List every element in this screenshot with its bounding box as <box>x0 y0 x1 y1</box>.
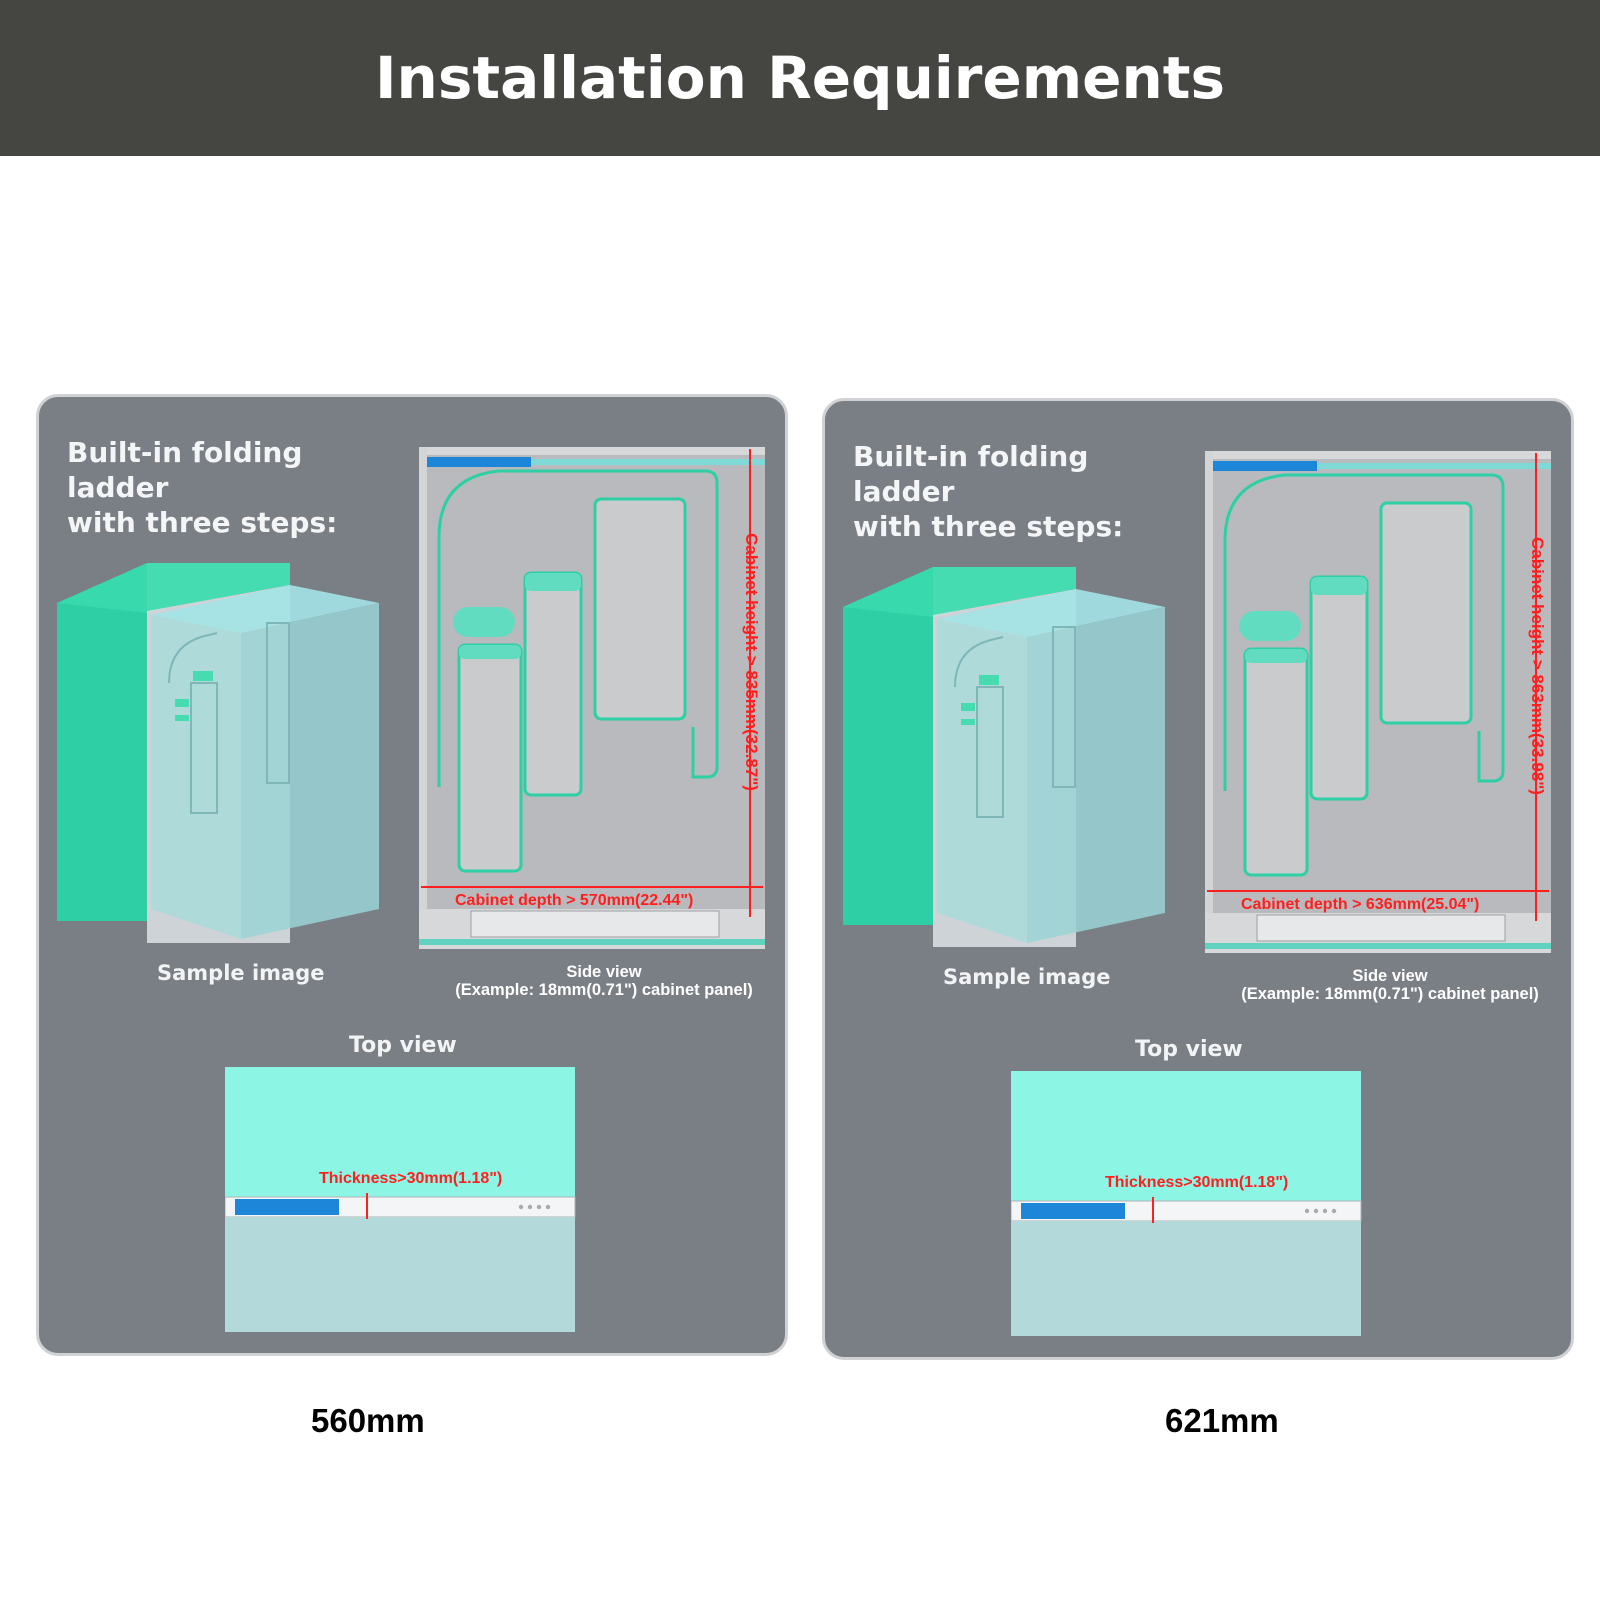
top-view-caption: Top view <box>1135 1037 1243 1062</box>
glass-box-top <box>151 585 379 633</box>
base-plate <box>1256 914 1506 942</box>
cabinet-side-wall <box>57 563 147 921</box>
sample-image-caption: Sample image <box>943 965 1111 989</box>
cabinet-depth-label: Cabinet depth > 570mm(22.44") <box>455 892 693 909</box>
side-view-caption-line1: Side view <box>566 963 642 981</box>
sample-cabinet-illustration <box>57 563 379 943</box>
side-view-diagram: Cabinet height > 863mm(33.98") Cabinet d… <box>1205 451 1551 953</box>
side-view-caption: Side view (Example: 18mm(0.71") cabinet … <box>424 963 784 999</box>
width-label-560mm: 560mm <box>311 1402 425 1439</box>
panel-560mm: Built-in folding ladder with three steps… <box>36 394 788 1356</box>
ladder-step-top <box>1379 501 1473 725</box>
side-view-caption-line2: (Example: 18mm(0.71") cabinet panel) <box>455 981 753 999</box>
side-view-caption-line1: Side view <box>1352 967 1428 985</box>
ladder-frame <box>437 469 719 787</box>
header-bar: Installation Requirements <box>0 0 1600 156</box>
side-view-caption-line2: (Example: 18mm(0.71") cabinet panel) <box>1241 985 1539 1003</box>
ladder-step-bottom <box>1243 647 1309 877</box>
ladder-handle <box>453 607 515 637</box>
slide-rail <box>427 457 531 467</box>
cabinet-side-wall <box>843 567 933 925</box>
bottom-panel <box>225 1217 575 1332</box>
ladder-step-top <box>593 497 687 721</box>
ladder-frame <box>1223 473 1505 791</box>
base-plate <box>470 910 720 938</box>
thickness-label: Thickness>30mm(1.18") <box>1105 1174 1288 1191</box>
ladder-handle <box>1239 611 1301 641</box>
ladder-title-line2: with three steps: <box>67 506 338 539</box>
cabinet-height-label: Cabinet height > 863mm(33.98") <box>1528 537 1547 795</box>
panel-621mm: Built-in folding ladder with three steps… <box>822 398 1574 1360</box>
ladder-step-bottom <box>457 643 523 873</box>
glass-box-front <box>1027 607 1165 943</box>
width-label-621mm: 621mm <box>1165 1402 1279 1439</box>
thickness-label: Thickness>30mm(1.18") <box>319 1170 502 1187</box>
top-view-caption: Top view <box>349 1033 457 1058</box>
ladder-title: Built-in folding ladder with three steps… <box>853 439 1193 544</box>
sample-cabinet-illustration <box>843 567 1165 947</box>
sample-image-caption: Sample image <box>157 961 325 985</box>
glass-box-top <box>937 589 1165 637</box>
side-view-diagram: Cabinet height > 835mm(32.87") Cabinet d… <box>419 447 765 949</box>
bottom-panel <box>1011 1221 1361 1336</box>
ladder-step-middle <box>523 571 583 797</box>
glass-box-side <box>937 619 1027 943</box>
cabinet-depth-label: Cabinet depth > 636mm(25.04") <box>1241 896 1479 913</box>
slide-rail <box>1213 461 1317 471</box>
ladder-title-line1: Built-in folding ladder <box>853 440 1089 508</box>
cabinet-height-label: Cabinet height > 835mm(32.87") <box>742 533 761 791</box>
side-view-caption: Side view (Example: 18mm(0.71") cabinet … <box>1210 967 1570 1003</box>
glass-box-side <box>151 615 241 939</box>
top-view-diagram: Thickness>30mm(1.18") <box>225 1067 576 1332</box>
top-view-diagram: Thickness>30mm(1.18") <box>1011 1071 1362 1336</box>
ladder-step-middle <box>1309 575 1369 801</box>
ladder-title-line1: Built-in folding ladder <box>67 436 303 504</box>
ladder-title: Built-in folding ladder with three steps… <box>67 435 407 540</box>
top-panel <box>1011 1071 1361 1201</box>
top-panel <box>225 1067 575 1197</box>
page-title: Installation Requirements <box>374 44 1226 112</box>
ladder-title-line2: with three steps: <box>853 510 1124 543</box>
glass-box-front <box>241 603 379 939</box>
